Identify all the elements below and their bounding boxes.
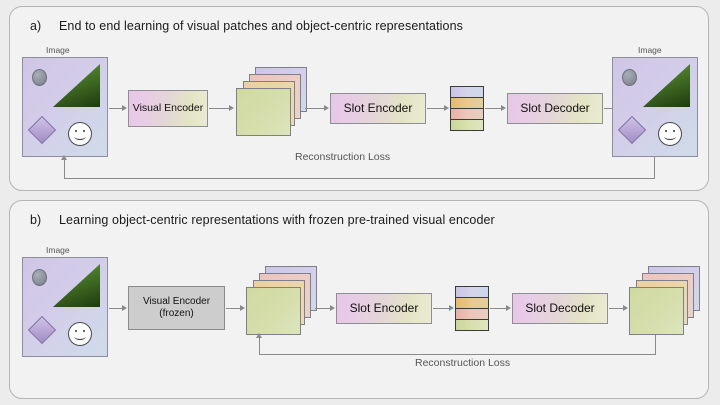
- smiley-face-icon: [68, 322, 92, 346]
- arrow-encoder-to-patches-head: [229, 105, 234, 111]
- arrow-slots-to-slot-decoder-head: [501, 105, 506, 111]
- panel-a-output-image-caption: Image: [638, 45, 662, 55]
- patch-layer-green: [236, 88, 291, 136]
- arrow-slot-encoder-to-slots-head: [444, 105, 449, 111]
- arrow-input-to-encoder-head: [122, 105, 127, 111]
- panel-b-patch-stack: [246, 266, 318, 341]
- arrow-patches-to-slot-encoder-head: [330, 305, 335, 311]
- arrow-patches-to-slot-encoder-head: [324, 105, 329, 111]
- panel-b-input-image-caption: Image: [46, 245, 70, 255]
- panel-b-slot-decoder[interactable]: Slot Decoder: [512, 293, 608, 324]
- panel-a-loss-arrow-head: [61, 155, 67, 160]
- panel-b-loss-label: Reconstruction Loss: [415, 357, 511, 369]
- panel-b-title: b) Learning object-centric representation…: [30, 213, 495, 227]
- panel-b-loss-arrow-head: [256, 333, 262, 338]
- panel-a-slot-decoder-label: Slot Decoder: [520, 101, 590, 116]
- diamond-shape: [617, 115, 647, 145]
- panel-a-loss-path: [64, 157, 655, 179]
- patch-layer-green: [246, 287, 301, 335]
- arrow-patches-to-slot-encoder: [305, 108, 325, 109]
- arrow-encoder-to-patches: [226, 308, 241, 309]
- triangle-shape: [53, 64, 100, 107]
- panel-b-visual-encoder-sublabel: (frozen): [159, 308, 194, 319]
- panel-a-title-text: End to end learning of visual patches an…: [59, 19, 463, 33]
- panel-a-input-image-caption: Image: [46, 45, 70, 55]
- arrow-slot-decoder-to-output-head: [623, 305, 628, 311]
- arrow-slots-to-slot-decoder-head: [506, 305, 511, 311]
- diamond-shape: [27, 115, 57, 145]
- arrow-slots-to-slot-decoder: [490, 308, 507, 309]
- arrow-slot-decoder-to-output: [609, 308, 624, 309]
- panel-b-slot-encoder-label: Slot Encoder: [349, 301, 419, 316]
- panel-b-output-stack: [629, 266, 701, 341]
- arrow-slot-encoder-to-slots: [433, 308, 450, 309]
- output-layer-green: [629, 287, 684, 335]
- panel-a-patch-stack: [236, 67, 308, 139]
- arrow-encoder-to-patches-head: [240, 305, 245, 311]
- panel-b-visual-encoder-frozen[interactable]: Visual Encoder (frozen): [128, 286, 225, 330]
- panel-b-title-text: Learning object-centric representations …: [59, 213, 495, 227]
- circle-shape: [622, 69, 637, 86]
- panel-b-loss-path: [259, 335, 656, 355]
- panel-b-slot-decoder-label: Slot Decoder: [525, 301, 595, 316]
- smiley-face-icon: [68, 122, 92, 146]
- arrow-patches-to-slot-encoder: [315, 308, 331, 309]
- slot-cell-1: [456, 287, 488, 298]
- slot-cell-1: [451, 87, 483, 98]
- panel-a-input-image: [22, 57, 108, 157]
- panel-a-loss-label: Reconstruction Loss: [295, 151, 391, 163]
- slot-cell-3: [451, 109, 483, 120]
- panel-a-visual-encoder[interactable]: Visual Encoder: [128, 90, 208, 127]
- slot-cell-2: [451, 98, 483, 109]
- triangle-shape: [53, 264, 100, 307]
- slot-cell-4: [451, 120, 483, 130]
- panel-b-slot-encoder[interactable]: Slot Encoder: [336, 293, 432, 324]
- panel-a-slot-vector: [450, 86, 484, 131]
- panel-b: b) Learning object-centric representation…: [9, 200, 709, 399]
- panel-a-visual-encoder-label: Visual Encoder: [132, 102, 204, 115]
- smiley-face-icon: [658, 122, 682, 146]
- arrow-slot-decoder-to-output: [604, 108, 617, 109]
- panel-b-visual-encoder-label: Visual Encoder: [142, 296, 211, 307]
- panel-a-slot-encoder[interactable]: Slot Encoder: [330, 93, 426, 124]
- slot-cell-3: [456, 309, 488, 320]
- slot-cell-2: [456, 298, 488, 309]
- diamond-shape: [27, 315, 57, 345]
- panel-a-slot-decoder[interactable]: Slot Decoder: [507, 93, 603, 124]
- arrow-slot-encoder-to-slots: [427, 108, 445, 109]
- arrow-slot-encoder-to-slots-head: [449, 305, 454, 311]
- arrow-encoder-to-patches: [209, 108, 230, 109]
- panel-a: a) End to end learning of visual patches …: [9, 6, 709, 191]
- panel-a-tag: a): [30, 19, 42, 33]
- arrow-input-to-encoder: [109, 108, 123, 109]
- arrow-input-to-encoder: [109, 308, 123, 309]
- arrow-slots-to-slot-decoder: [485, 108, 502, 109]
- panel-a-output-image: [612, 57, 698, 157]
- arrow-input-to-encoder-head: [122, 305, 127, 311]
- triangle-shape: [643, 64, 690, 107]
- panel-b-tag: b): [30, 213, 42, 227]
- panel-b-slot-vector: [455, 286, 489, 331]
- slot-cell-4: [456, 320, 488, 330]
- circle-shape: [32, 269, 47, 286]
- circle-shape: [32, 69, 47, 86]
- panel-a-title: a) End to end learning of visual patches …: [30, 19, 463, 33]
- panel-b-input-image: [22, 257, 108, 357]
- panel-a-slot-encoder-label: Slot Encoder: [343, 101, 413, 116]
